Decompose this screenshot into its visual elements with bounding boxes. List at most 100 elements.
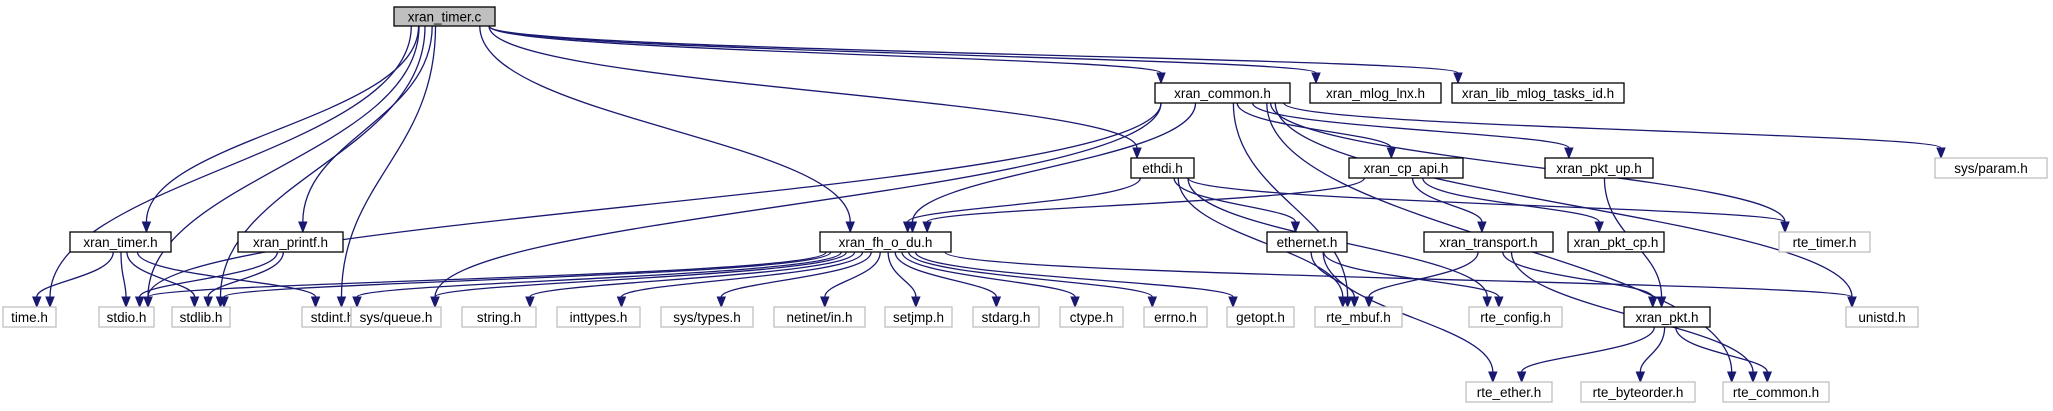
edge-line xyxy=(1173,177,1297,223)
node-xran-mlog-lnx-h[interactable]: xran_mlog_lnx.h xyxy=(1309,82,1442,104)
node-xran-timer-h[interactable]: xran_timer.h xyxy=(69,231,172,253)
edge-ethernet_h-to-rte_ether_h xyxy=(1322,251,1498,384)
edge-xran_fh_o_du_h-to-sys_queue_h xyxy=(430,251,847,309)
arrowhead-icon xyxy=(1635,371,1646,384)
edge-line xyxy=(120,251,127,298)
node-box xyxy=(1580,381,1696,403)
arrowhead-icon xyxy=(141,221,152,234)
arrowhead-icon xyxy=(922,221,932,234)
node-label: xran_pkt_up.h xyxy=(1556,161,1642,176)
edge-line xyxy=(488,25,1162,74)
node-label: rte_config.h xyxy=(1480,310,1551,325)
node-label: sys/types.h xyxy=(673,310,741,325)
edge-xran_timer_c-to-xran_timer_h xyxy=(141,25,420,234)
node-label: stdint.h xyxy=(311,310,355,325)
edge-ethernet_h-to-rte_config_h xyxy=(1323,251,1504,309)
edge-xran_fh_o_du_h-to-stdarg_h xyxy=(894,251,1002,309)
edge-line xyxy=(1232,102,1349,298)
arrowhead-icon xyxy=(902,221,913,234)
edge-xran_timer_c-to-xran_lib_mlog_tasks_id_h xyxy=(488,25,1463,85)
node-box xyxy=(1934,157,2048,179)
node-label: xran_mlog_lnx.h xyxy=(1326,86,1425,101)
edge-xran_timer_c-to-xran_printf_h xyxy=(298,25,433,234)
node-xran-pkt-cp-h[interactable]: xran_pkt_cp.h xyxy=(1567,231,1665,253)
node-label: rte_byteorder.h xyxy=(1593,385,1684,400)
node-xran-timer-c: xran_timer.c xyxy=(393,6,496,27)
arrowhead-icon xyxy=(1482,296,1492,309)
edge-line xyxy=(138,251,279,298)
edge-line xyxy=(1236,102,1392,149)
edge-line xyxy=(901,251,1076,298)
node-rte-common-h: rte_common.h xyxy=(1722,381,1830,403)
node-box xyxy=(1722,381,1830,403)
arrowhead-icon xyxy=(1647,296,1658,309)
node-xran-pkt-up-h[interactable]: xran_pkt_up.h xyxy=(1544,157,1654,179)
node-netinet-in-h: netinet/in.h xyxy=(773,306,866,328)
edge-line xyxy=(908,251,1153,298)
node-time-h: time.h xyxy=(2,306,57,328)
edge-xran_common_h-to-sys_param_h xyxy=(1283,102,1946,160)
edge-line xyxy=(1187,177,1786,223)
edge-xran_fh_o_du_h-to-setjmp_h xyxy=(887,251,921,309)
edge-line xyxy=(1310,251,1356,298)
edge-line xyxy=(302,25,433,223)
edge-line xyxy=(1422,177,1600,223)
node-xran-fh-o-du-h[interactable]: xran_fh_o_du.h xyxy=(819,231,952,253)
edge-xran_timer_c-to-xran_fh_o_du_h xyxy=(479,25,855,234)
edge-xran_timer_c-to-stdint_h xyxy=(336,25,437,309)
arrowhead-icon xyxy=(1780,221,1790,234)
edge-line xyxy=(620,251,864,298)
edge-xran_fh_o_du_h-to-string_h xyxy=(525,251,856,309)
node-label: ctype.h xyxy=(1070,310,1114,325)
node-label: netinet/in.h xyxy=(786,310,852,325)
node-rte-config-h: rte_config.h xyxy=(1468,306,1563,328)
node-box xyxy=(773,306,866,328)
arrowhead-icon xyxy=(219,296,229,309)
node-label: unistd.h xyxy=(1858,310,1905,325)
node-box xyxy=(1544,157,1654,179)
edge-xran_fh_o_du_h-to-unistd_h xyxy=(944,251,1857,309)
edge-xran_printf_h-to-stdio_h xyxy=(134,251,279,309)
node-xran-common-h[interactable]: xran_common.h xyxy=(1154,82,1291,104)
node-xran-printf-h[interactable]: xran_printf.h xyxy=(237,231,344,253)
node-xran-pkt-h[interactable]: xran_pkt.h xyxy=(1623,306,1711,328)
edge-xran_fh_o_du_h-to-getopt_h xyxy=(914,251,1238,309)
node-label: xran_timer.c xyxy=(408,10,482,25)
edge-xran_pkt_h-to-rte_ether_h xyxy=(1516,326,1656,384)
node-box xyxy=(1468,306,1563,328)
arrowhead-icon xyxy=(1290,221,1301,234)
node-ethernet-h[interactable]: ethernet.h xyxy=(1266,231,1348,253)
node-ethdi-h[interactable]: ethdi.h xyxy=(1130,157,1195,179)
edge-xran_cp_api_h-to-xran_transport_h xyxy=(1411,177,1487,234)
nodes-layer: xran_timer.c xran_common.h xran_mlog_lnx.h… xyxy=(2,6,2048,403)
node-box xyxy=(1266,231,1348,253)
node-xran-transport-h[interactable]: xran_transport.h xyxy=(1423,231,1554,253)
edge-line xyxy=(207,251,284,298)
arrowhead-icon xyxy=(820,296,830,309)
arrowhead-icon xyxy=(1311,72,1321,85)
node-xran-lib-mlog-tasks-id-h[interactable]: xran_lib_mlog_tasks_id.h xyxy=(1451,82,1625,104)
node-label: rte_mbuf.h xyxy=(1326,310,1391,325)
node-label: ethdi.h xyxy=(1142,161,1183,176)
edge-ethernet_h-to-rte_mbuf_h xyxy=(1310,251,1360,309)
node-box xyxy=(1154,82,1291,104)
edge-xran_common_h-to-xran_cp_api_h xyxy=(1236,102,1397,160)
node-rte-timer-h: rte_timer.h xyxy=(1778,231,1871,253)
arrowhead-icon xyxy=(1494,296,1504,309)
edge-line xyxy=(147,102,1162,298)
edge-line xyxy=(1323,251,1500,298)
node-errno-h: errno.h xyxy=(1143,306,1208,328)
node-xran-cp-api-h[interactable]: xran_cp_api.h xyxy=(1348,157,1464,179)
arrowhead-icon xyxy=(1726,371,1737,384)
edge-xran_timer_c-to-stdlib_h xyxy=(215,25,426,309)
arrowhead-icon xyxy=(336,296,347,309)
arrowhead-icon xyxy=(911,296,921,309)
arrowhead-icon xyxy=(716,296,727,309)
node-label: xran_printf.h xyxy=(253,235,328,250)
edge-line xyxy=(926,177,1366,223)
edge-line xyxy=(907,177,1141,223)
arrowhead-icon xyxy=(1364,296,1374,309)
node-box xyxy=(1130,157,1195,179)
arrowhead-icon xyxy=(203,296,213,309)
